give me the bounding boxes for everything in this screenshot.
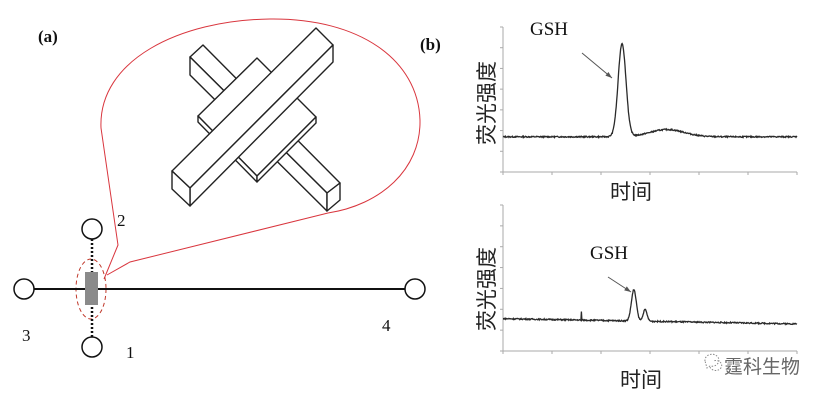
top-gsh-annotation: GSH [530,19,569,40]
reservoir-2 [81,218,103,240]
crossed-channel-3d [171,27,341,212]
magnify-callout [100,18,421,280]
bottom-x-axis-label: 时间 [620,368,662,392]
reservoir-4 [404,278,426,300]
wechat-icon [704,353,723,371]
port-label-4: 4 [382,316,391,335]
bottom-gsh-annotation: GSH [590,243,629,264]
bottom-y-axis-label: 荧光强度 [475,247,499,331]
panel-b-label: (b) [420,35,441,54]
nanochannel-region [85,272,98,305]
port-label-3: 3 [22,326,31,345]
top-x-axis-label: 时间 [610,180,652,204]
reservoir-3 [13,278,35,300]
top-y-axis-label: 荧光强度 [475,61,499,145]
signal-trace [502,42,798,140]
signal-trace [502,289,798,326]
arrow-head [605,71,612,78]
watermark-text: 霆科生物 [724,356,801,378]
reservoir-1 [81,336,103,358]
arrow-head [624,286,631,292]
port-label-1: 1 [126,343,135,362]
port-label-2: 2 [117,211,126,230]
panel-a-label: (a) [38,27,58,46]
